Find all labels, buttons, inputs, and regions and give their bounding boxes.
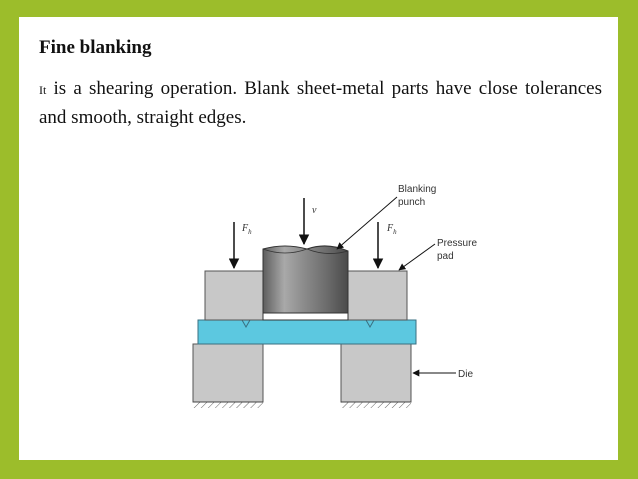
force-right-subscript: h — [393, 228, 397, 236]
slide-body: It is a shearing operation. Blank sheet-… — [39, 75, 602, 131]
punch-tip — [262, 312, 349, 321]
v-ring-left — [241, 319, 251, 329]
die-right-base-hatch — [341, 402, 411, 408]
fine-blanking-diagram: Fh v Fh Blanking punch Pressure pad Die — [192, 184, 477, 408]
die-right — [340, 343, 412, 403]
pad-leader — [398, 243, 436, 271]
pressure-pad-left — [204, 270, 264, 321]
pad-label-line1: Pressure — [437, 238, 477, 249]
force-left-subscript: h — [248, 228, 252, 236]
force-right-symbol: F — [386, 223, 394, 234]
punch-label-line2: punch — [398, 197, 425, 208]
blanking-punch — [262, 245, 349, 314]
slide: Fine blanking It is a shearing operation… — [19, 17, 618, 460]
force-left-symbol: F — [241, 223, 249, 234]
svg-text:Fh: Fh — [241, 223, 252, 236]
svg-text:Fh: Fh — [386, 223, 397, 236]
punch-leader — [336, 196, 398, 250]
pressure-pad-right — [344, 270, 408, 321]
punch-top-face — [262, 248, 349, 254]
body-sentence: is a shearing operation. Blank sheet-met… — [39, 78, 602, 128]
die-label: Die — [458, 369, 473, 380]
pad-label-line2: pad — [437, 251, 454, 262]
slide-title: Fine blanking — [39, 37, 152, 58]
velocity-symbol: v — [312, 205, 317, 216]
punch-label-line1: Blanking — [398, 184, 436, 195]
v-ring-right — [365, 319, 375, 329]
die-left-base-hatch — [193, 402, 263, 408]
body-lead-word: It — [39, 83, 47, 97]
sheet-metal — [197, 319, 417, 345]
die-left — [192, 343, 264, 403]
